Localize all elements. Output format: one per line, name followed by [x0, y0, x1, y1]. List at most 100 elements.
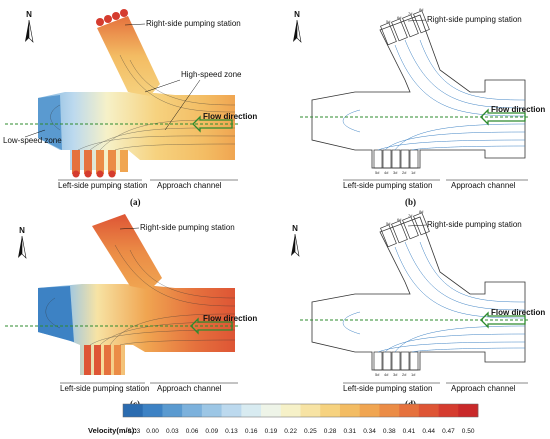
svg-text:6#: 6#: [397, 15, 402, 20]
svg-text:5#: 5#: [386, 221, 391, 226]
panel-a: N: [3, 9, 257, 207]
panel-d: N 5# 6# 7# 8# 5# 4# 3# 2#: [291, 209, 545, 409]
colorbar-cell: [458, 404, 479, 417]
svg-text:5#: 5#: [386, 19, 391, 24]
panel-b-sublabel: (b): [405, 197, 416, 207]
right-pump-boxes: [380, 212, 430, 248]
panel-a-sublabel: (a): [130, 197, 141, 207]
svg-text:4#: 4#: [384, 170, 389, 175]
colorbar-tick-label: 0.47: [442, 428, 455, 435]
colorbar-cell: [379, 404, 400, 417]
colorbar-cell: [182, 404, 203, 417]
flow-direction-label: Flow direction: [203, 112, 257, 121]
colorbar-cells: [122, 403, 479, 418]
right-arm: [97, 16, 160, 96]
colorbar-tick-label: 0.28: [324, 428, 337, 435]
left-station-label: Left-side pumping station: [343, 384, 432, 393]
colorbar-tick-label: 0.16: [245, 428, 258, 435]
compass-icon: N: [291, 224, 300, 257]
colorbar-cell: [300, 404, 321, 417]
flow-direction-arrow: [192, 115, 233, 133]
colorbar-cell: [221, 404, 242, 417]
left-pump-labels: 5# 4# 3# 2# 1#: [375, 170, 416, 175]
colorbar-tick-label: 0.25: [304, 428, 317, 435]
left-pump-outlets: [84, 345, 121, 375]
svg-text:5#: 5#: [375, 372, 380, 377]
colorbar-cell: [241, 404, 262, 417]
colorbar-tick-label: -0.03: [125, 428, 140, 435]
svg-text:6#: 6#: [397, 217, 402, 222]
approach-channel-label: Approach channel: [451, 384, 516, 393]
low-speed-label: Low-speed zone: [3, 136, 62, 145]
colorbar-tick-label: 0.22: [284, 428, 297, 435]
right-station-label: Right-side pumping station: [427, 15, 522, 24]
panel-c: N Flow direction Right-side pumping stat…: [5, 214, 257, 409]
approach-channel-label: Approach channel: [157, 384, 222, 393]
left-station-label: Left-side pumping station: [343, 181, 432, 190]
colorbar-tick-label: 0.03: [166, 428, 179, 435]
colorbar-cell: [438, 404, 459, 417]
svg-text:5#: 5#: [375, 170, 380, 175]
colorbar-cell: [201, 404, 222, 417]
colorbar-tick-label: 0.34: [363, 428, 376, 435]
colorbar-cell: [123, 404, 144, 417]
streamlines: [342, 39, 526, 151]
right-pump-boxes: [380, 10, 430, 46]
colorbar-cell: [142, 404, 163, 417]
flow-direction-arrow: [480, 108, 526, 126]
colorbar-ticks: -0.03 0.00 0.03 0.06 0.09 0.13 0.16 0.19 0.22 0.2…: [125, 428, 474, 435]
flow-direction-label: Flow direction: [491, 308, 545, 317]
approach-channel-label: Approach channel: [157, 181, 222, 190]
right-station-label: Right-side pumping station: [140, 223, 235, 232]
flow-direction-arrow: [480, 311, 526, 329]
colorbar-cell: [359, 404, 380, 417]
colorbar-tick-label: 0.09: [205, 428, 218, 435]
compass-icon: N: [18, 226, 27, 259]
colorbar-tick-label: 0.44: [422, 428, 435, 435]
colorbar-tick-label: 0.50: [462, 428, 475, 435]
panel-b: N 5# 6# 7# 8# 5# 4# 3#: [293, 7, 545, 207]
colorbar-tick-label: 0.38: [383, 428, 396, 435]
svg-text:N: N: [294, 10, 300, 19]
left-station-label: Left-side pumping station: [60, 384, 149, 393]
colorbar-border: [122, 403, 479, 418]
svg-text:N: N: [26, 10, 32, 19]
left-pump-boxes: [373, 149, 419, 169]
colorbar-tick-label: 0.06: [186, 428, 199, 435]
velocity-colorbar: -0.03 0.00 0.03 0.06 0.09 0.13 0.16 0.19 0.22 0.2…: [88, 403, 479, 435]
colorbar-cell: [339, 404, 360, 417]
left-pump-labels: 5# 4# 3# 2# 1#: [375, 372, 416, 377]
right-pump-labels: 5# 6# 7# 8#: [386, 209, 424, 226]
svg-text:4#: 4#: [384, 372, 389, 377]
svg-text:N: N: [292, 224, 298, 233]
svg-text:8#: 8#: [419, 209, 424, 214]
colorbar-cell: [162, 404, 183, 417]
colorbar-title: Velocity(m/s):: [88, 426, 137, 435]
left-pump-outlets: [72, 150, 128, 178]
flow-direction-arrow: [190, 317, 233, 335]
right-station-label: Right-side pumping station: [146, 19, 241, 28]
approach-channel-label: Approach channel: [451, 181, 516, 190]
colorbar-tick-label: 0.19: [265, 428, 278, 435]
channel-outline: [311, 14, 526, 169]
streamlines: [342, 241, 526, 353]
colorbar-cell: [261, 404, 282, 417]
high-speed-label: High-speed zone: [181, 70, 242, 79]
right-pump-labels: 5# 6# 7# 8#: [386, 7, 424, 24]
left-pump-boxes: [373, 351, 419, 371]
svg-text:1#: 1#: [411, 170, 416, 175]
colorbar-tick-label: 0.00: [146, 428, 159, 435]
svg-text:2#: 2#: [402, 372, 407, 377]
colorbar-tick-label: 0.13: [225, 428, 238, 435]
colorbar-tick-label: 0.41: [403, 428, 416, 435]
colorbar-cell: [418, 404, 439, 417]
svg-text:8#: 8#: [419, 7, 424, 12]
svg-text:3#: 3#: [393, 170, 398, 175]
svg-text:N: N: [19, 226, 25, 235]
right-station-label: Right-side pumping station: [427, 220, 522, 229]
left-station-label: Left-side pumping station: [58, 181, 147, 190]
colorbar-cell: [320, 404, 341, 417]
colorbar-cell: [399, 404, 420, 417]
flow-direction-label: Flow direction: [203, 314, 257, 323]
